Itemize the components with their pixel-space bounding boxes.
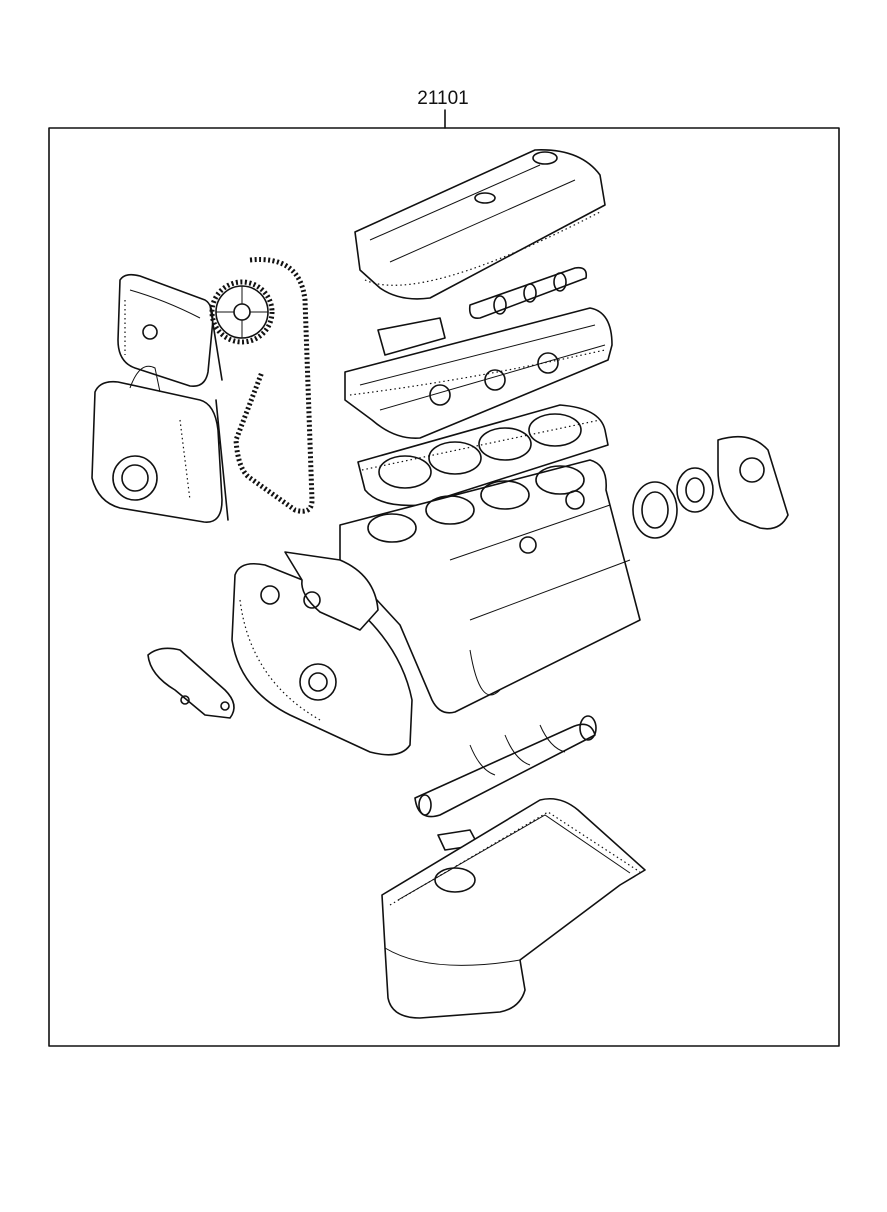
- cylinder-head-cover[interactable]: [354, 149, 606, 300]
- camshaft[interactable]: [468, 266, 588, 320]
- oil-pan[interactable]: [381, 797, 646, 1019]
- timing-belt-cover-upper[interactable]: [117, 273, 214, 388]
- cover-gasket-strip: [215, 399, 229, 521]
- water-pump[interactable]: [284, 551, 379, 631]
- cylinder-head-gasket[interactable]: [357, 404, 609, 507]
- thermostat-housing[interactable]: [147, 647, 235, 719]
- part-number-label[interactable]: 21101: [417, 88, 468, 109]
- rocker-arm[interactable]: [377, 317, 446, 356]
- timing-belt-cover-lower[interactable]: [91, 365, 223, 523]
- rear-oil-seal[interactable]: [632, 467, 714, 539]
- cylinder-block[interactable]: [339, 459, 641, 714]
- cylinder-head[interactable]: [344, 307, 613, 439]
- crankshaft[interactable]: [414, 715, 597, 818]
- camshaft-sprocket[interactable]: [209, 279, 275, 345]
- rear-seal-case-gasket[interactable]: [717, 435, 789, 530]
- timing-belt[interactable]: [233, 257, 315, 514]
- oil-pump-housing[interactable]: [231, 562, 413, 756]
- cover-gasket-strip: [209, 304, 223, 381]
- diagram-frame: [48, 127, 840, 1047]
